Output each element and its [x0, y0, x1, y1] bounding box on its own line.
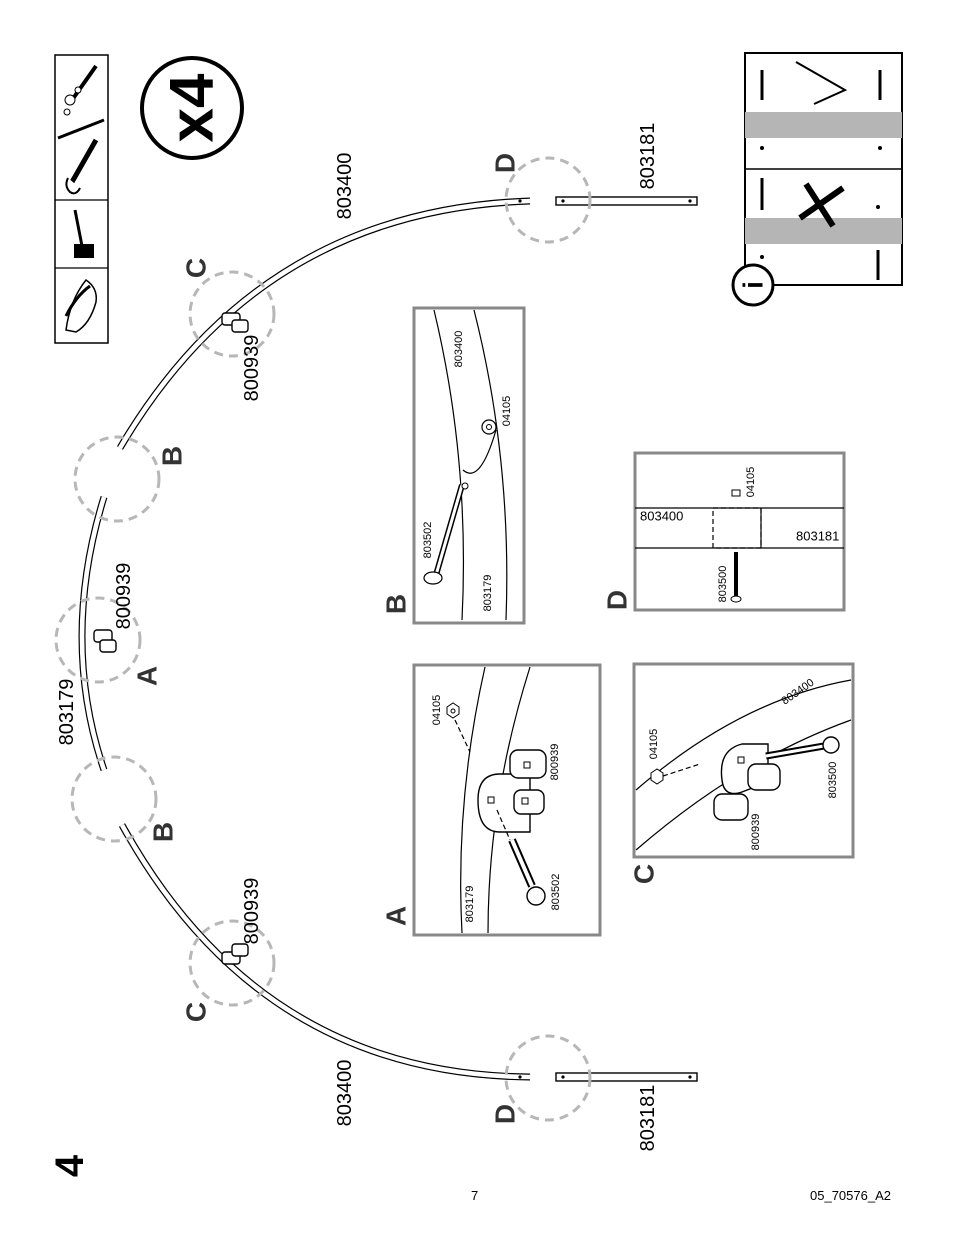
detail-box-a: [412, 663, 602, 937]
callout-letter: C: [181, 258, 212, 278]
detail-box-c: [632, 662, 855, 859]
detail-b-tube-upper: 803400: [453, 331, 465, 368]
part-label-clamp-top: 800939: [241, 335, 263, 402]
detail-b-nut: 04105: [501, 396, 513, 427]
detail-c-letter: C: [629, 864, 660, 884]
bolt-icon: [508, 838, 546, 906]
callout-letter: D: [490, 153, 521, 173]
detail-d-bolt: 803500: [717, 566, 729, 603]
nut-icon: [650, 768, 664, 785]
callout-letter: D: [490, 1104, 521, 1124]
callout-letter: B: [157, 446, 188, 466]
detail-box-b: [412, 306, 526, 625]
clamp-icon: [477, 749, 547, 833]
nut-icon: [446, 702, 460, 719]
step-number: 4: [48, 1154, 92, 1177]
callout-letter: B: [148, 822, 179, 842]
info-icon: i: [731, 263, 775, 307]
detail-a-letter: A: [381, 906, 412, 926]
part-label-clamp-mid: 800939: [113, 563, 135, 630]
callout-letter: A: [132, 666, 163, 686]
bolt-icon: [423, 484, 465, 585]
nut-icon: [731, 489, 741, 497]
gloves-icon: [64, 278, 98, 333]
quantity-badge: x4: [140, 56, 244, 160]
detail-b-tube-lower: 803179: [482, 575, 494, 612]
detail-a-tube: 803179: [464, 886, 476, 923]
page-number: 7: [471, 1188, 479, 1203]
arch-assembly: [54, 156, 698, 1122]
detail-c-clamp: 800939: [750, 814, 762, 851]
part-label-arch-mid: 803179: [56, 679, 78, 746]
nut-icon: [481, 419, 497, 435]
check-mark-icon: [795, 61, 848, 105]
socket-wrench-icon: [63, 64, 98, 116]
wrench-icon: [65, 138, 99, 195]
info-box: i: [731, 52, 903, 307]
divider-slash: [57, 118, 105, 140]
detail-d-nut: 04105: [745, 467, 757, 498]
clamp-icon: [221, 312, 249, 333]
detail-d-tube-right: 803181: [796, 529, 839, 544]
detail-c-bolt: 803500: [827, 762, 839, 799]
clamp-icon: [713, 743, 781, 821]
detail-c-nut: 04105: [648, 729, 660, 760]
bolt-icon: [765, 736, 840, 760]
detail-a-clamp: 800939: [549, 744, 561, 781]
detail-d-tube-left: 803400: [640, 509, 683, 524]
detail-b-letter: B: [381, 594, 412, 614]
quantity-text: x4: [158, 73, 227, 142]
detail-b-bolt: 803502: [422, 522, 434, 559]
document-code: 05_70576_A2: [810, 1188, 891, 1203]
detail-a-nut: 04105: [431, 695, 443, 726]
tool-panel: [54, 54, 109, 344]
info-icon-letter: i: [738, 281, 769, 289]
part-label-arch-top: 803400: [334, 153, 356, 220]
detail-a-bolt: 803502: [550, 874, 562, 911]
part-label-leg-bottom: 803181: [637, 1085, 659, 1152]
cross-mark-icon: [798, 182, 845, 228]
clamp-icon: [221, 943, 249, 965]
part-label-clamp-bottom: 800939: [241, 878, 263, 945]
mallet-icon: [73, 209, 94, 258]
detail-box-d: [633, 451, 846, 612]
detail-d-letter: D: [602, 590, 633, 610]
bolt-icon: [730, 552, 742, 603]
part-label-leg-top: 803181: [637, 123, 659, 190]
callout-letter: C: [181, 1002, 212, 1022]
part-label-arch-bottom: 803400: [334, 1060, 356, 1127]
clamp-icon: [93, 629, 117, 653]
